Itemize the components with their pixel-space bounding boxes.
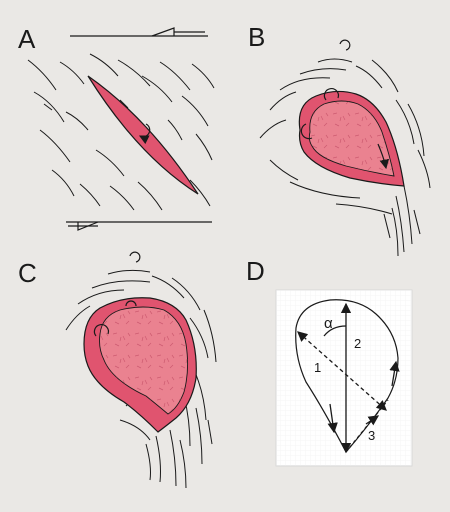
panel-d-vector-3 xyxy=(345,399,389,453)
panel-b: B xyxy=(248,22,431,257)
panel-d-label-3: 3 xyxy=(368,428,375,443)
panel-d-vector-1 xyxy=(297,331,387,411)
panel-a: A xyxy=(18,24,215,231)
panel-d-angle-label: α xyxy=(324,315,333,332)
panel-d-label-2: 2 xyxy=(354,336,361,351)
panel-a-bottom-shear-arrow xyxy=(66,221,212,231)
panel-b-rotation-arrows xyxy=(300,88,390,170)
panel-d-vectors xyxy=(297,302,400,454)
panel-d-inset-grid xyxy=(276,290,412,466)
panel-a-inclusion xyxy=(87,75,199,195)
panel-d: D α 1 2 3 xyxy=(246,256,413,467)
panel-d-arrow-3-head xyxy=(365,415,380,426)
panel-c-inclusion-texture xyxy=(99,307,188,414)
panel-c-rotation-arrows xyxy=(93,300,137,337)
panel-d-label-1: 1 xyxy=(314,360,321,375)
panel-b-rotation-glyph xyxy=(339,39,351,51)
panel-c: C xyxy=(18,251,217,489)
panel-a-rotation-arrow xyxy=(138,123,151,145)
panel-a-label: A xyxy=(18,24,36,54)
panel-c-label: C xyxy=(18,258,37,288)
panel-a-foliation-lines xyxy=(27,53,215,211)
panel-d-shear-arrow-right xyxy=(389,360,400,387)
panel-c-rotation-glyph xyxy=(129,251,141,263)
panel-b-label: B xyxy=(248,22,265,52)
panel-b-inclusion-texture xyxy=(309,101,394,176)
panel-d-label: D xyxy=(246,256,265,286)
panel-b-foliation-lines xyxy=(259,58,431,257)
panel-d-angle-arc xyxy=(323,325,347,337)
panel-d-shear-arrow-left xyxy=(327,403,338,434)
panel-a-top-shear-arrow xyxy=(70,27,208,37)
